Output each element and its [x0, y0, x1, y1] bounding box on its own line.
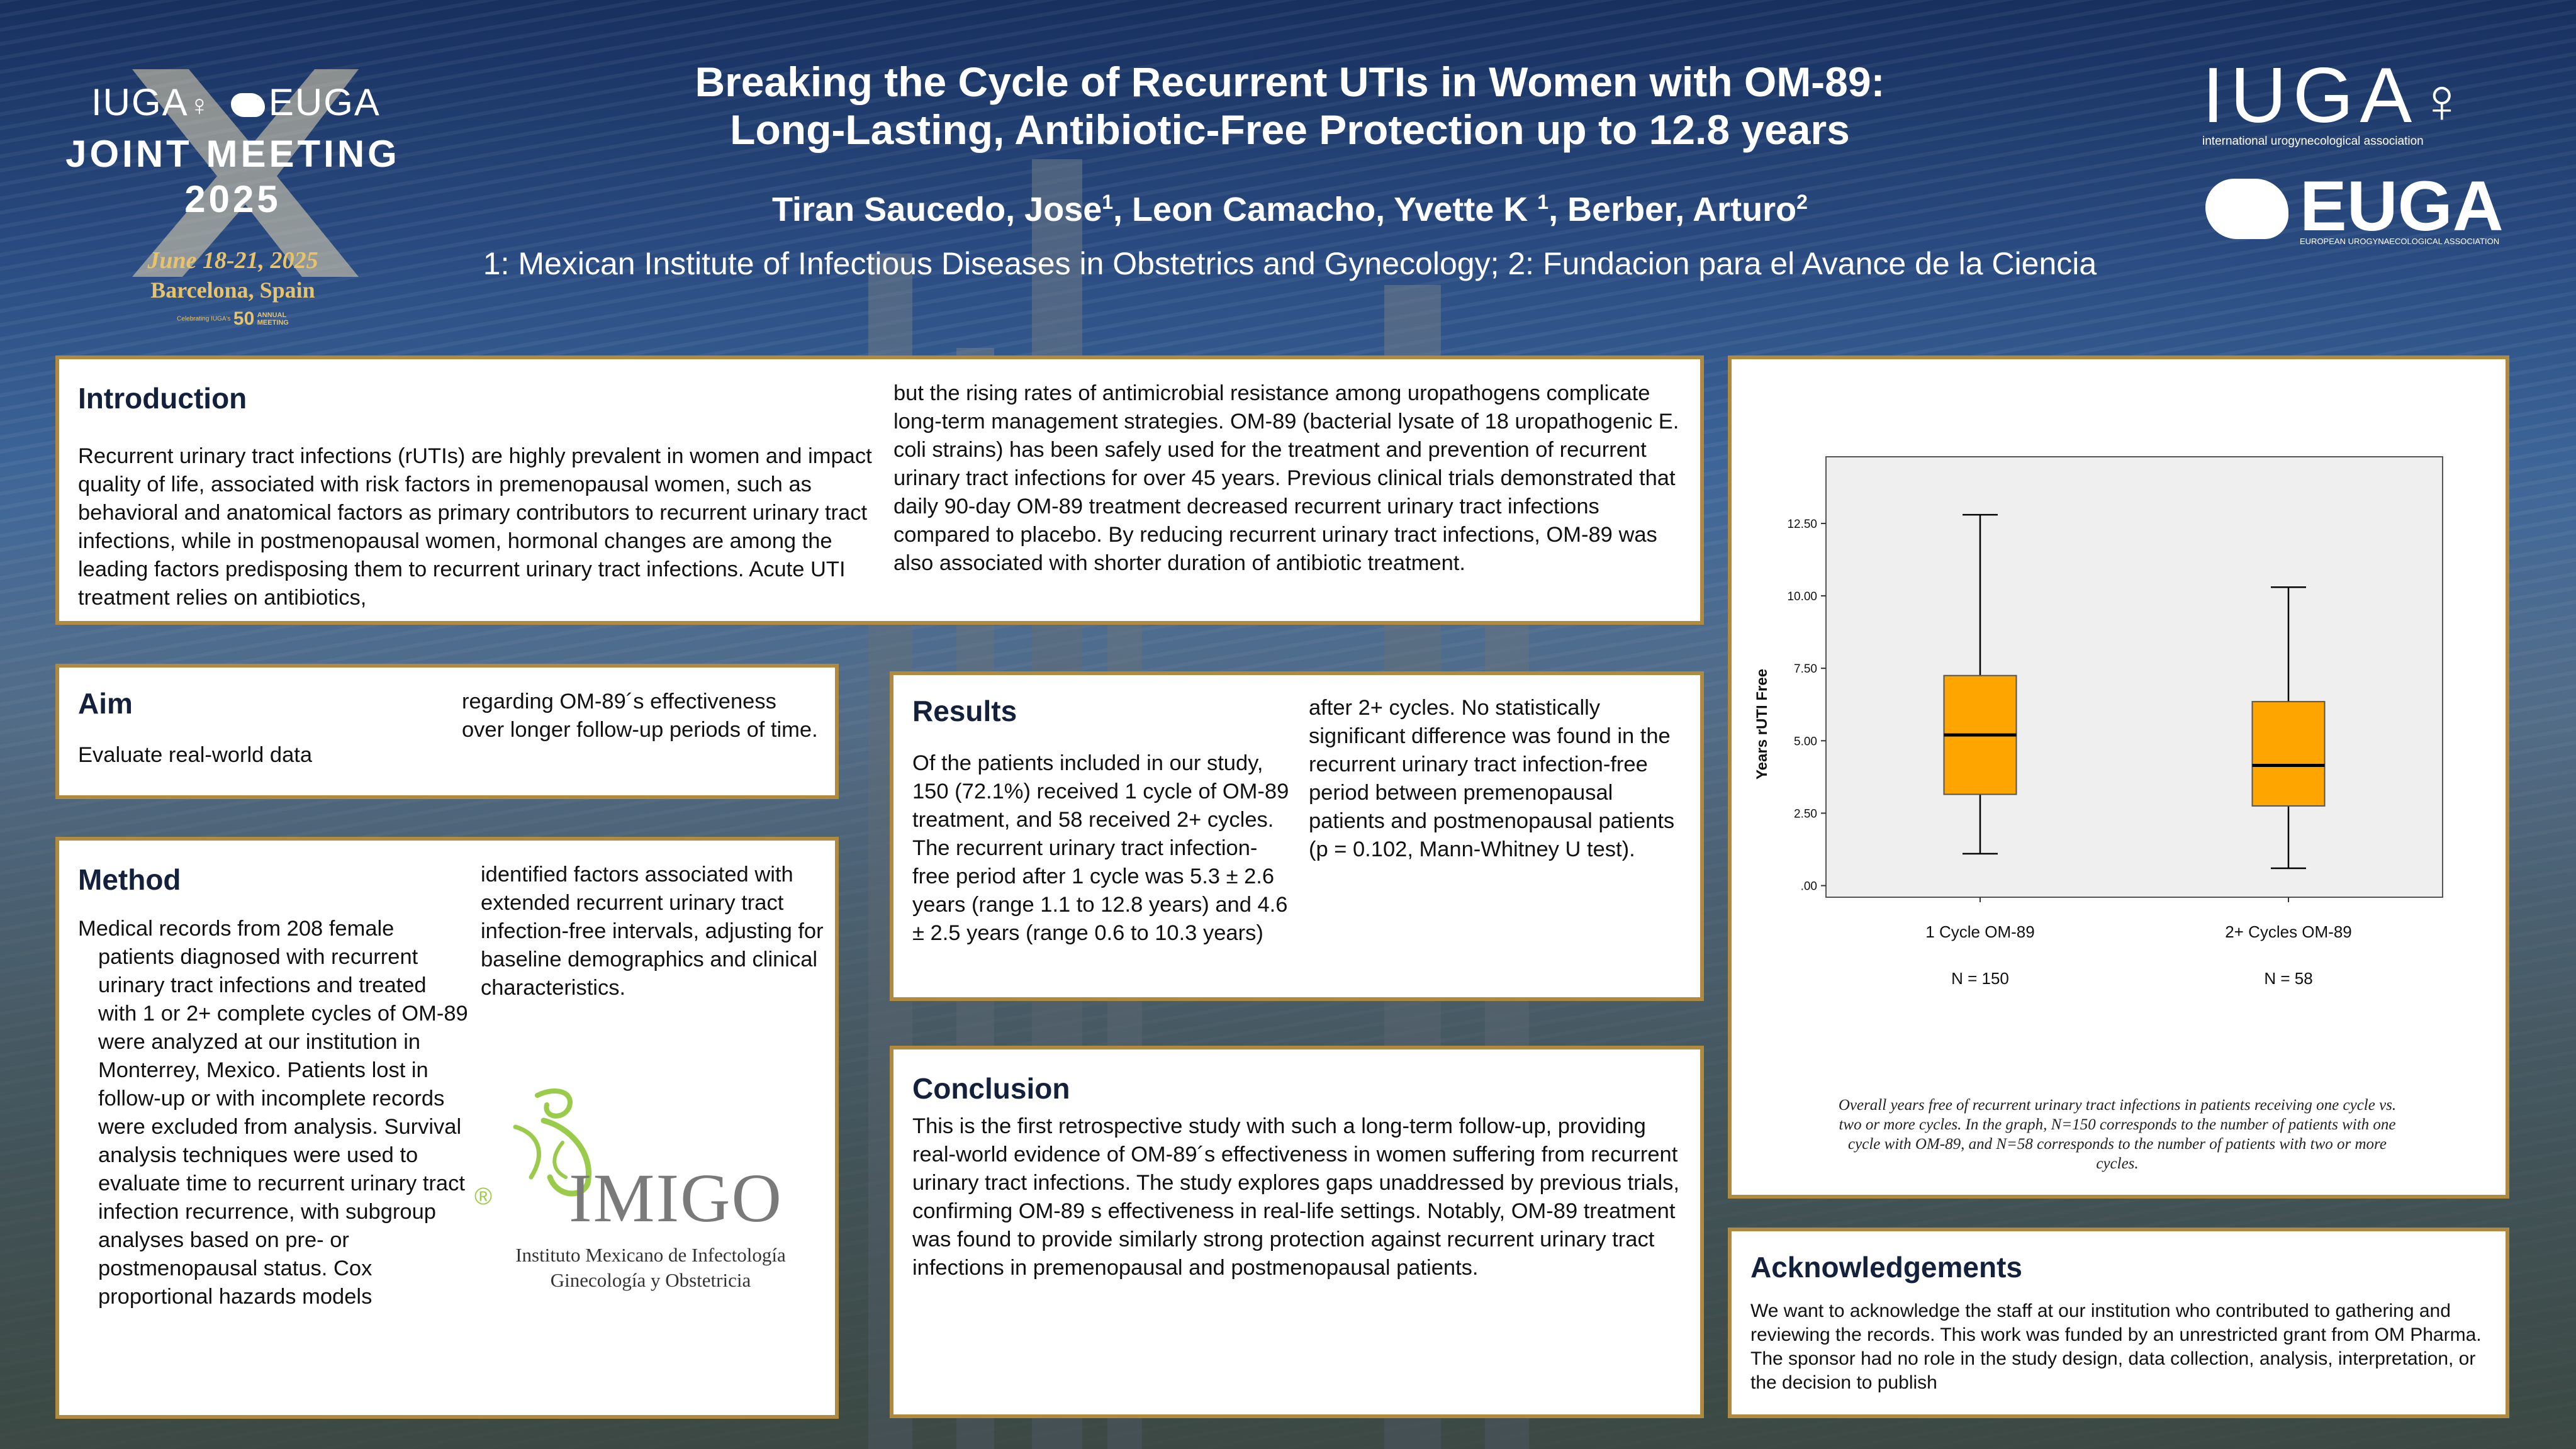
iuga-logo: IUGA♀ international urogynecological ass… [2202, 57, 2504, 148]
method-text-col1: Medical records from 208 female patients… [78, 917, 468, 1309]
method-text-col2: identified factors associated with exten… [481, 863, 824, 1000]
meeting-dates: June 18-21, 2025 [147, 247, 318, 274]
imigo-line2: Ginecología y Obstetricia [550, 1269, 751, 1291]
euga-tagline: EUROPEAN UROGYNAECOLOGICAL ASSOCIATION [2300, 237, 2500, 246]
chart-caption: Overall years free of recurrent urinary … [1838, 1097, 2397, 1172]
n-label: N = 58 [2264, 969, 2312, 988]
y-tick-label: 7.50 [1794, 663, 1817, 676]
author-1-aff: 1 [1102, 191, 1114, 213]
method-panel: Method Medical records from 208 female p… [55, 837, 839, 1419]
authors: Tiran Saucedo, Jose1, Leon Camacho, Yvet… [352, 190, 2227, 229]
y-tick-label: 5.00 [1794, 735, 1817, 748]
introduction-panel: Introduction Recurrent urinary tract inf… [55, 355, 1704, 625]
results-panel: Results Of the patients included in our … [890, 671, 1704, 1001]
imigo-registered: ® [474, 1183, 492, 1210]
imigo-wordmark: IMIGO [569, 1160, 783, 1236]
results-heading: Results [912, 695, 1017, 727]
anniv-number: 50 [233, 308, 255, 329]
meeting-title: JOINT MEETING [65, 133, 400, 175]
iuga-wordmark: IUGA [2202, 52, 2419, 139]
imigo-line1: Instituto Mexicano de Infectología [515, 1244, 786, 1266]
meeting-iuga: IUGA [91, 81, 189, 123]
y-axis-label: Years rUTI Free [1754, 669, 1771, 780]
imigo-logo: ® IMIGO Instituto Mexicano de Infectolog… [474, 1083, 827, 1291]
aim-heading: Aim [78, 687, 133, 720]
venus-icon: ♀ [2418, 65, 2466, 136]
aim-text-col1: Evaluate real-world data [78, 743, 313, 767]
x-category-label: 2+ Cycles OM-89 [2225, 922, 2352, 941]
affiliations: 1: Mexican Institute of Infectious Disea… [483, 246, 2097, 281]
introduction-text-col2: but the rising rates of antimicrobial re… [893, 381, 1679, 575]
title-line-1: Breaking the Cycle of Recurrent UTIs in … [695, 59, 1885, 105]
box [2251, 701, 2326, 807]
conclusion-text: This is the first retrospective study wi… [912, 1114, 1679, 1280]
author-1: Tiran Saucedo, Jose [772, 191, 1102, 228]
y-tick-label: 12.50 [1787, 518, 1817, 531]
author-3-aff: 2 [1796, 191, 1808, 213]
plot-area [1825, 456, 2443, 898]
conclusion-heading: Conclusion [912, 1072, 1070, 1105]
chart-panel: .00 2.50 5.00 7.50 10.00 12.50 1 Cycle OM-89 N … [1728, 355, 2509, 1199]
results-text-col2: after 2+ cycles. No statistically signif… [1309, 696, 1675, 861]
author-3: , Berber, Arturo [1548, 191, 1797, 228]
method-heading: Method [78, 863, 181, 896]
joint-meeting-logo: IUGA♀ EUGA JOINT MEETING 2025 June 18-21… [63, 69, 403, 346]
anniversary-badge: Celebrating IUGA's 50 ANNUAL MEETING [63, 308, 403, 330]
y-tick-label: 2.50 [1794, 807, 1817, 820]
x-mark-icon [132, 69, 359, 277]
boxplot-chart: .00 2.50 5.00 7.50 10.00 12.50 1 Cycle OM-89 N … [1754, 456, 2443, 988]
aim-text-col2: regarding OM-89´s effectiveness over lon… [462, 690, 818, 742]
acknowledgements-panel: Acknowledgements We want to acknowledge … [1728, 1228, 2509, 1418]
title-line-2: Long-Lasting, Antibiotic-Free Protection… [730, 106, 1850, 153]
y-tick-label: 10.00 [1787, 590, 1817, 603]
y-tick-label: .00 [1801, 880, 1817, 893]
meeting-euga: EUGA [268, 81, 381, 123]
meeting-place: Barcelona, Spain [150, 277, 315, 303]
anniv-word1: ANNUAL [257, 311, 287, 319]
imigo-figure-icon [513, 1088, 591, 1197]
author-2: , Leon Camacho, Yvette K [1113, 191, 1538, 228]
n-label: N = 150 [1951, 969, 2009, 988]
anniv-word2: MEETING [257, 319, 289, 327]
conclusion-panel: Conclusion This is the first retrospecti… [890, 1046, 1704, 1418]
acknowledgements-text: We want to acknowledge the staff at our … [1750, 1301, 2482, 1393]
euga-wordmark: EUGA [2300, 167, 2504, 245]
euga-cloud-icon [230, 93, 265, 118]
euga-logo: EUGA EUROPEAN UROGYNAECOLOGICAL ASSOCIAT… [2205, 167, 2504, 253]
meeting-year: 2025 [184, 178, 281, 220]
x-category-label: 1 Cycle OM-89 [1925, 922, 2034, 941]
acknowledgements-heading: Acknowledgements [1750, 1251, 2022, 1284]
introduction-heading: Introduction [78, 382, 247, 415]
author-2-aff: 1 [1537, 191, 1549, 213]
poster-title: Breaking the Cycle of Recurrent UTIs in … [352, 58, 2227, 154]
aim-panel: Aim Evaluate real-world data regarding O… [55, 664, 839, 799]
venus-icon: ♀ [188, 89, 212, 121]
results-text-col1: Of the patients included in our study, 1… [912, 751, 1289, 945]
euga-cloud-icon [2205, 179, 2288, 239]
anniv-small: Celebrating IUGA's [177, 315, 231, 323]
iuga-tagline: international urogynecological associati… [2202, 135, 2424, 148]
introduction-text-col1: Recurrent urinary tract infections (rUTI… [78, 444, 872, 610]
